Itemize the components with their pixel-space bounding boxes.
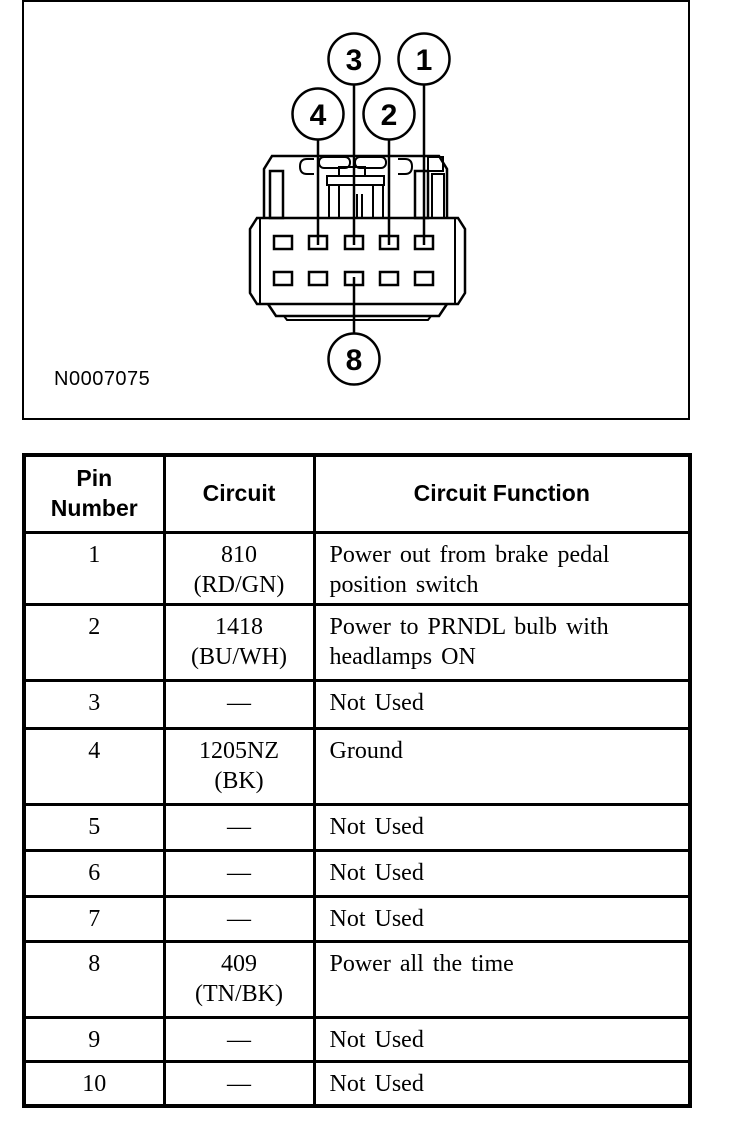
table-row-pin-5: 5 — Not Used bbox=[22, 802, 692, 852]
figure-id-label: N0007075 bbox=[54, 368, 151, 390]
connector-diagram: 3 1 4 2 8 bbox=[248, 32, 467, 386]
pin-cell: 3 bbox=[22, 678, 166, 730]
header-pin-number: Pin Number bbox=[22, 453, 166, 534]
table-row-pin-10: 10 — Not Used bbox=[22, 1059, 692, 1108]
callout-3-label: 3 bbox=[346, 44, 363, 77]
callout-leader-lines bbox=[316, 84, 426, 334]
callout-2: 2 bbox=[362, 87, 416, 141]
callout-8-label: 8 bbox=[346, 344, 363, 377]
circuit-cell: — bbox=[162, 894, 316, 943]
header-row: Pin Number Circuit Circuit Function bbox=[22, 453, 692, 534]
pin-cell: 5 bbox=[22, 802, 166, 852]
circuit-cell: 1205NZ (BK) bbox=[162, 726, 316, 806]
pin-cell: 1 bbox=[22, 530, 166, 606]
header-circuit: Circuit bbox=[162, 453, 316, 534]
function-cell: Not Used bbox=[312, 678, 692, 730]
circuit-cell: 1418 (BU/WH) bbox=[162, 602, 316, 682]
function-cell: Not Used bbox=[312, 1015, 692, 1063]
table-row-pin-6: 6 — Not Used bbox=[22, 848, 692, 898]
table-row-pin-4: 4 1205NZ (BK) Ground bbox=[22, 726, 692, 806]
function-cell: Power all the time bbox=[312, 939, 692, 1019]
circuit-cell: — bbox=[162, 848, 316, 898]
circuit-cell: — bbox=[162, 1015, 316, 1063]
circuit-cell: 810 (RD/GN) bbox=[162, 530, 316, 606]
connector-upper-housing bbox=[262, 154, 449, 220]
callout-2-label: 2 bbox=[381, 99, 398, 132]
connector-body bbox=[248, 216, 467, 306]
function-cell: Not Used bbox=[312, 848, 692, 898]
header-circuit-function: Circuit Function bbox=[312, 453, 692, 534]
callout-8: 8 bbox=[327, 332, 381, 386]
pin-cell: 10 bbox=[22, 1059, 166, 1108]
table-row-pin-3: 3 — Not Used bbox=[22, 678, 692, 730]
circuit-cell: — bbox=[162, 678, 316, 730]
function-cell: Ground bbox=[312, 726, 692, 806]
function-cell: Power out from brake pedal position swit… bbox=[312, 530, 692, 606]
circuit-cell: — bbox=[162, 802, 316, 852]
circuit-cell: 409 (TN/BK) bbox=[162, 939, 316, 1019]
callout-1: 1 bbox=[397, 32, 451, 86]
table-row-pin-7: 7 — Not Used bbox=[22, 894, 692, 943]
table-row-pin-2: 2 1418 (BU/WH) Power to PRNDL bulb with … bbox=[22, 602, 692, 682]
function-cell: Not Used bbox=[312, 894, 692, 943]
function-cell: Not Used bbox=[312, 802, 692, 852]
function-cell: Not Used bbox=[312, 1059, 692, 1108]
table-row-pin-1: 1 810 (RD/GN) Power out from brake pedal… bbox=[22, 530, 692, 606]
callout-3: 3 bbox=[327, 32, 381, 86]
pin-cell: 9 bbox=[22, 1015, 166, 1063]
pinout-table: Pin Number Circuit Circuit Function 1 81… bbox=[22, 453, 692, 1108]
table-row-pin-8: 8 409 (TN/BK) Power all the time bbox=[22, 939, 692, 1019]
pin-cell: 4 bbox=[22, 726, 166, 806]
pin-cell: 2 bbox=[22, 602, 166, 682]
circuit-cell: — bbox=[162, 1059, 316, 1108]
table-row-pin-9: 9 — Not Used bbox=[22, 1015, 692, 1063]
pin-cell: 7 bbox=[22, 894, 166, 943]
function-cell: Power to PRNDL bulb with headlamps ON bbox=[312, 602, 692, 682]
pin-cell: 8 bbox=[22, 939, 166, 1019]
pin-cell: 6 bbox=[22, 848, 166, 898]
callout-4-label: 4 bbox=[310, 99, 327, 132]
callout-1-label: 1 bbox=[416, 44, 433, 77]
callout-4: 4 bbox=[291, 87, 345, 141]
connector-figure-box: 3 1 4 2 8 N0007075 bbox=[22, 0, 690, 420]
connector-base bbox=[266, 303, 449, 321]
